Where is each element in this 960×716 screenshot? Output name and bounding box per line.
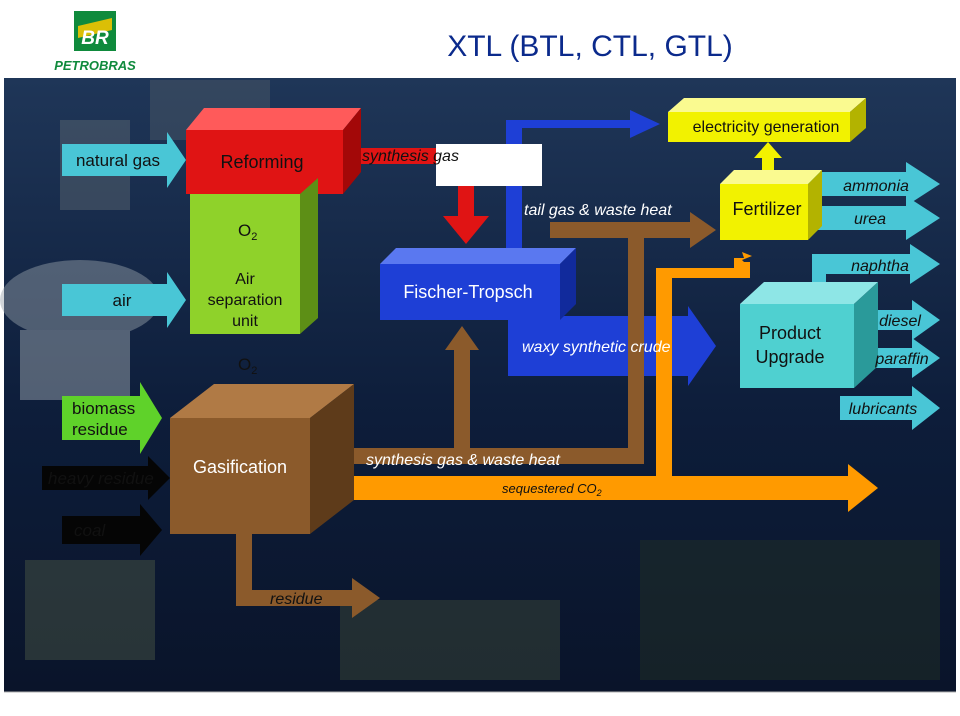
petrobras-logo: BR PETROBRAS xyxy=(54,11,136,73)
heavy-residue-arrow xyxy=(42,456,170,500)
naphtha-arrow xyxy=(812,244,940,296)
gasification-label: Gasification xyxy=(193,457,287,477)
residue-arrow xyxy=(236,534,380,618)
urea-label: urea xyxy=(854,211,886,228)
label-patch xyxy=(436,144,542,186)
reforming-box xyxy=(186,108,361,194)
fertilizer-label: Fertilizer xyxy=(732,199,801,219)
biomass-label-1: biomass xyxy=(72,399,135,418)
sequestered-co2-arrow xyxy=(328,464,878,512)
air-separation-box xyxy=(190,178,318,334)
synthesis-gas-label: synthesis gas xyxy=(362,148,459,165)
air-label: air xyxy=(113,291,132,310)
residue-label: residue xyxy=(270,591,323,608)
urea-arrow xyxy=(800,196,940,240)
electricity-box xyxy=(668,98,866,142)
lubricants-label: lubricants xyxy=(849,401,917,418)
logo-stripe xyxy=(78,18,112,38)
coal-label: coal xyxy=(74,521,106,540)
syngas-up-arrow xyxy=(445,326,479,456)
biomass-label-2: residue xyxy=(72,420,128,439)
air-separation-label-3: unit xyxy=(232,313,258,330)
ammonia-label: ammonia xyxy=(843,178,909,195)
gasification-box xyxy=(170,384,354,534)
biomass-arrow xyxy=(62,382,162,454)
paraffin-arrow xyxy=(860,338,940,378)
diesel-label: diesel xyxy=(879,313,921,330)
waxy-crude-label: waxy synthetic crude xyxy=(522,339,671,356)
lubricants-arrow xyxy=(840,386,940,430)
natural-gas-label: natural gas xyxy=(76,151,160,170)
natural-gas-arrow xyxy=(62,132,186,188)
naphtha-label: naphtha xyxy=(851,258,909,275)
tail-gas-label: tail gas & waste heat xyxy=(524,202,672,219)
diesel-arrow xyxy=(860,300,940,340)
coal-arrow xyxy=(62,504,162,556)
sequestered-co2-label: sequestered CO2 xyxy=(502,481,602,498)
logo-letters: BR xyxy=(81,28,109,49)
product-upgrade-box xyxy=(740,282,878,388)
electricity-up-arrow xyxy=(754,142,782,178)
product-label: Product xyxy=(759,323,821,343)
tail-gas-blue-arrow xyxy=(506,110,660,252)
fertilizer-box xyxy=(720,170,822,240)
syngas-waste-label: synthesis gas & waste heat xyxy=(366,452,560,469)
tail-gas-brown-arrow xyxy=(550,212,716,248)
o2-top-label: O2 xyxy=(238,221,257,243)
fischer-tropsch-label: Fischer-Tropsch xyxy=(403,282,532,302)
page-title: XTL (BTL, CTL, GTL) xyxy=(447,30,733,63)
ammonia-arrow xyxy=(800,162,940,206)
paraffin-label: paraffin xyxy=(874,351,928,368)
heavy-residue-label: heavy residue xyxy=(48,469,154,488)
o2-bottom-label: O2 xyxy=(238,355,257,377)
upgrade-label: Upgrade xyxy=(755,347,824,367)
air-separation-label-2: separation xyxy=(208,292,283,309)
logo-company: PETROBRAS xyxy=(54,58,136,73)
reforming-label: Reforming xyxy=(220,152,303,172)
orange-riser xyxy=(656,252,752,492)
air-separation-label-1: Air xyxy=(235,271,255,288)
air-arrow xyxy=(62,272,186,328)
electricity-label: electricity generation xyxy=(693,119,840,136)
fischer-tropsch-box xyxy=(380,248,576,320)
synthesis-gas-arrow xyxy=(343,148,489,244)
